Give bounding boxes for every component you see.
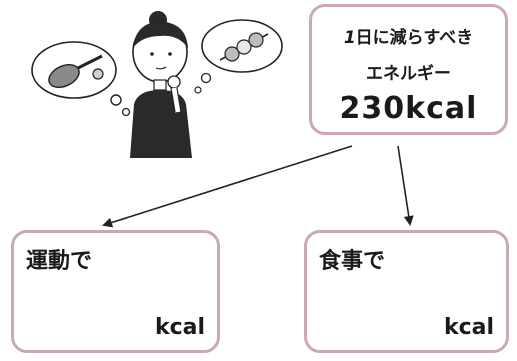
dango-thought-bubble [194, 19, 283, 94]
daily-goal-box: 1日に減らすべき エネルギー 230kcal [309, 4, 508, 135]
exercise-box: 運動で kcal [11, 230, 220, 353]
diet-box: 食事で kcal [304, 230, 509, 353]
woman-thinking-illustration [31, 11, 283, 158]
goal-caption-text: 日に減らすべき [355, 28, 474, 48]
tennis-racket-icon [48, 54, 104, 89]
arrow-to-exercise [102, 145, 353, 228]
exercise-title: 運動で [26, 249, 93, 274]
diet-title: 食事で [319, 249, 386, 274]
goal-value: 230kcal [339, 91, 478, 126]
woman-icon [130, 11, 192, 158]
arrow-to-diet [397, 145, 414, 226]
dango-icon [219, 32, 269, 62]
tennis-racket-thought-bubble [31, 41, 131, 117]
exercise-unit: kcal [154, 315, 205, 340]
goal-caption-number: 1 [343, 28, 356, 48]
goal-caption: 1日に減らすべき [312, 23, 505, 48]
goal-caption-energy: エネルギー [366, 64, 451, 84]
diet-unit: kcal [443, 315, 494, 340]
